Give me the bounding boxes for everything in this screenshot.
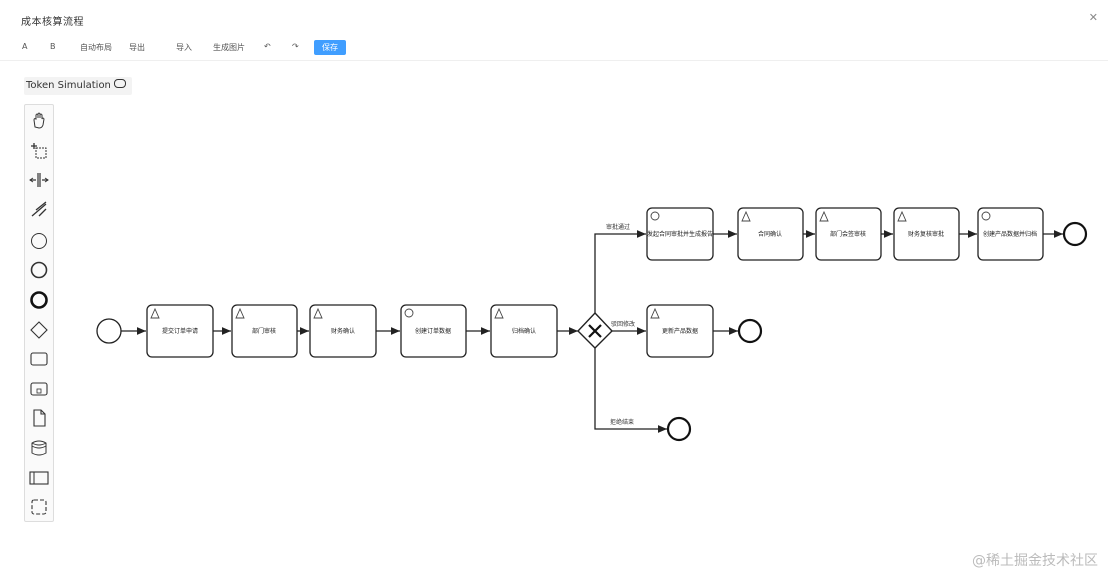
- task-dept-review[interactable]: [231, 304, 298, 358]
- task-submit-order[interactable]: [146, 304, 214, 358]
- gateway-icon[interactable]: [27, 318, 51, 342]
- start-event[interactable]: [96, 318, 122, 344]
- toggle-icon: [113, 79, 126, 88]
- task-label: 归档确认: [512, 327, 536, 335]
- task-finance-recheck[interactable]: [893, 207, 960, 261]
- task-label: 更新产品数据: [662, 327, 698, 335]
- task-row-main: [146, 304, 714, 358]
- exclusive-gateway[interactable]: [577, 311, 613, 349]
- user-task-icon: [235, 307, 245, 319]
- flow-label-rejected-end: 拒绝结束: [610, 418, 634, 426]
- task-create-product-archive[interactable]: [977, 207, 1044, 261]
- task-dept-countersign[interactable]: [815, 207, 882, 261]
- end-event-icon[interactable]: [27, 288, 51, 312]
- flow-label-rejected-modify: 驳回修改: [611, 320, 635, 328]
- flow-label-approved: 审批通过: [606, 223, 630, 231]
- data-store-icon[interactable]: [27, 436, 51, 460]
- service-task-icon: [981, 211, 991, 221]
- sequence-flows: [121, 230, 1063, 433]
- undo-button[interactable]: ↶: [264, 42, 271, 51]
- global-connect-icon[interactable]: [27, 197, 51, 221]
- task-label: 发起合同审批并生成报告: [647, 230, 713, 238]
- close-icon[interactable]: ✕: [1088, 11, 1098, 24]
- task-label: 合同确认: [758, 230, 782, 238]
- user-task-icon: [897, 210, 907, 222]
- task-label: 部门审核: [252, 327, 276, 335]
- task-label: 财务复核审批: [908, 230, 944, 238]
- task-label: 部门会签审核: [830, 230, 866, 238]
- watermark: @稀土掘金技术社区: [972, 553, 1098, 569]
- save-button[interactable]: 保存: [314, 40, 346, 55]
- import-button[interactable]: 导入: [176, 43, 192, 52]
- task-label: 财务确认: [331, 327, 355, 335]
- task-labels: 提交订单申请 部门审核 财务确认 创建订单数据 归档确认 发起合同审批并生成报告…: [162, 230, 1037, 335]
- end-event-reject[interactable]: [666, 416, 692, 442]
- group-icon[interactable]: [27, 495, 51, 519]
- intermediate-event-icon[interactable]: [27, 258, 51, 282]
- task-archive-confirm[interactable]: [490, 304, 558, 358]
- hand-tool-icon[interactable]: [27, 109, 51, 133]
- toolbar-item-b[interactable]: B: [50, 42, 56, 51]
- end-event-update[interactable]: [737, 318, 763, 344]
- user-task-icon: [819, 210, 829, 222]
- task-label: 提交订单申请: [162, 327, 198, 335]
- redo-button[interactable]: ↷: [292, 42, 299, 51]
- subprocess-icon[interactable]: [27, 377, 51, 401]
- task-icon[interactable]: [27, 347, 51, 371]
- space-tool-icon[interactable]: [27, 168, 51, 192]
- generate-image-button[interactable]: 生成图片: [213, 43, 245, 52]
- task-create-order-data[interactable]: [400, 304, 467, 358]
- task-update-product[interactable]: [646, 304, 714, 358]
- service-task-icon: [404, 308, 414, 318]
- start-event-icon[interactable]: [27, 229, 51, 253]
- task-label: 创建订单数据: [415, 327, 451, 335]
- export-button[interactable]: 导出: [129, 43, 145, 52]
- toolbar-item-a[interactable]: A: [22, 42, 28, 51]
- token-simulation-label: Token Simulation: [26, 80, 111, 91]
- token-simulation-toggle[interactable]: Token Simulation: [24, 77, 132, 95]
- window-title: 成本核算流程: [21, 17, 84, 28]
- task-finance-confirm[interactable]: [309, 304, 377, 358]
- flow-labels: 审批通过 驳回修改 拒绝结束: [606, 223, 635, 426]
- tool-palette: [24, 104, 54, 522]
- user-task-icon: [313, 307, 323, 319]
- auto-layout-button[interactable]: 自动布局: [80, 43, 112, 52]
- user-task-icon: [494, 307, 504, 319]
- end-event-archive[interactable]: [1062, 221, 1088, 247]
- task-label: 创建产品数据并归档: [983, 230, 1037, 238]
- title-bar: 成本核算流程 ✕: [0, 0, 1108, 36]
- user-task-icon: [741, 210, 751, 222]
- service-task-icon: [650, 211, 660, 221]
- task-contract-approval[interactable]: [646, 207, 714, 261]
- user-task-icon: [650, 307, 660, 319]
- task-type-icons: [150, 210, 991, 319]
- lasso-tool-icon[interactable]: [27, 139, 51, 163]
- task-contract-confirm[interactable]: [737, 207, 804, 261]
- task-row-top: [646, 207, 1044, 261]
- participant-icon[interactable]: [27, 466, 51, 490]
- user-task-icon: [150, 307, 160, 319]
- data-object-icon[interactable]: [27, 406, 51, 430]
- toolbar: A B 自动布局 导出 导入 生成图片 ↶ ↷: [0, 36, 1108, 61]
